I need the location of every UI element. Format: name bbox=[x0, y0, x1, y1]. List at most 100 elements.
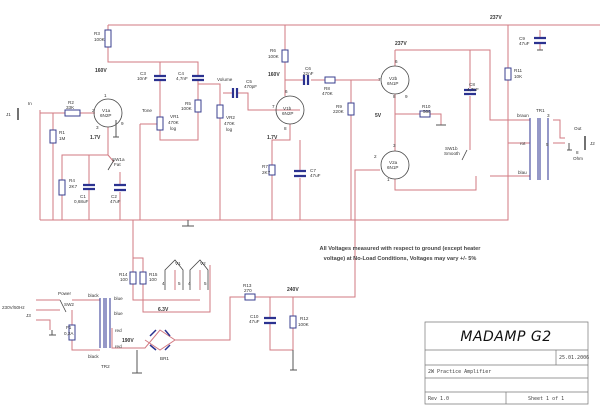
label-j1: J1 bbox=[6, 112, 11, 117]
component-labels: InJ1R11MR233KR3100KV1a6N2PR42K7C10,68uFC… bbox=[2, 31, 595, 369]
label-j3: J3 bbox=[26, 313, 31, 318]
label-vr1t: log bbox=[170, 126, 177, 131]
label-r4v: 2K7 bbox=[69, 184, 78, 189]
transformer-tr1 bbox=[529, 118, 549, 180]
jacks bbox=[17, 108, 586, 150]
label-v1: V1 bbox=[175, 261, 181, 266]
label-r11v: 10K bbox=[514, 74, 523, 79]
resistor-r8 bbox=[324, 76, 336, 84]
label-h5b: 5 bbox=[204, 281, 207, 286]
resistor-r2 bbox=[64, 109, 81, 117]
label-tone: Tone bbox=[142, 108, 152, 113]
label-r6: R6 bbox=[270, 48, 276, 53]
label-r9v: 220K bbox=[333, 109, 345, 114]
label-r15: R15 bbox=[149, 272, 158, 277]
label-ohm-t: Ohm bbox=[573, 156, 583, 161]
label-r10: R10 bbox=[422, 104, 431, 109]
fuse-f1 bbox=[68, 324, 76, 341]
label-c10v: 47uF bbox=[249, 319, 260, 324]
resistor-r3 bbox=[104, 29, 112, 48]
label-r6v: 100K bbox=[268, 54, 280, 59]
label-c6: C6 bbox=[305, 66, 311, 71]
label-v2a: V2a bbox=[389, 160, 398, 165]
label-r14v: 100 bbox=[120, 277, 128, 282]
label-vr1v: 470K bbox=[168, 120, 180, 125]
resistor-r13 bbox=[244, 293, 256, 301]
label-q6: 6 bbox=[395, 59, 398, 64]
label-sw1b-t: Smooth bbox=[444, 151, 460, 156]
label-r13v: 270 bbox=[244, 288, 252, 293]
v-5: 5V bbox=[375, 113, 382, 119]
label-p8: 8 bbox=[284, 126, 287, 131]
label-q2: 2 bbox=[374, 154, 377, 159]
label-r12v: 100K bbox=[298, 322, 310, 327]
resistor-r9 bbox=[347, 102, 355, 116]
label-r15v: 100 bbox=[149, 277, 157, 282]
label-r5: R5 bbox=[185, 101, 191, 106]
title: MADAMP G2 bbox=[460, 329, 551, 345]
label-q3: 3 bbox=[393, 143, 396, 148]
label-h4a: 4 bbox=[162, 281, 165, 286]
label-black1: black bbox=[88, 293, 99, 298]
label-vr1: VR1 bbox=[170, 114, 179, 119]
label-pin3: 3 bbox=[547, 113, 550, 118]
note-line-2: voltage) at No-Load Conditions, Voltages… bbox=[324, 256, 477, 262]
v-1_7-a: 1.7V bbox=[90, 135, 101, 141]
label-v1b: V1b bbox=[283, 106, 292, 111]
v-240: 240V bbox=[287, 287, 299, 293]
label-c10: C10 bbox=[250, 314, 259, 319]
label-v2b-t: 6N1P bbox=[387, 81, 399, 86]
label-p2: 2 bbox=[92, 108, 95, 113]
label-c4v: 4,7nF bbox=[176, 76, 188, 81]
tube-v2b bbox=[380, 65, 410, 95]
resistor-r10 bbox=[419, 110, 431, 118]
label-c7: C7 bbox=[310, 168, 316, 173]
pot-vr1[interactable] bbox=[156, 116, 164, 131]
bridge-rectifier-br1 bbox=[149, 329, 171, 351]
label-sw2: SW2 bbox=[64, 302, 74, 307]
label-sw1a-t: Fat bbox=[114, 162, 121, 167]
label-r12: R12 bbox=[300, 316, 309, 321]
label-rot: rot bbox=[520, 141, 526, 146]
label-q1: 1 bbox=[387, 177, 390, 182]
label-power: Power bbox=[58, 291, 71, 296]
label-c3: C3 bbox=[140, 71, 146, 76]
label-r1: R1 bbox=[59, 130, 65, 135]
label-r3: R3 bbox=[94, 31, 100, 36]
label-q8: 8 bbox=[393, 94, 396, 99]
label-v1a: V1a bbox=[102, 108, 111, 113]
resistor-r1 bbox=[49, 129, 57, 144]
pot-vr2[interactable] bbox=[216, 104, 224, 119]
label-q9: 9 bbox=[405, 94, 408, 99]
label-mains: 230V/50Hz bbox=[2, 305, 25, 310]
revision: Rev 1.0 bbox=[428, 396, 449, 402]
wires bbox=[36, 24, 600, 351]
label-f1v: 0,2A bbox=[64, 331, 74, 336]
label-v1a-t: 6N2P bbox=[100, 113, 112, 118]
label-r7: R7 bbox=[262, 164, 268, 169]
switches bbox=[59, 149, 468, 313]
label-blue1: blue bbox=[114, 296, 123, 301]
description: 2W Practice Amplifier bbox=[428, 369, 491, 375]
label-r3v: 100K bbox=[94, 37, 106, 42]
label-blue2: blue bbox=[114, 311, 123, 316]
sheet: Sheet 1 of 1 bbox=[528, 396, 564, 402]
label-braun: braun bbox=[517, 113, 529, 118]
label-r1v: 1M bbox=[59, 136, 66, 141]
label-c5: C5 bbox=[246, 79, 252, 84]
label-pin5: 5 bbox=[546, 142, 549, 147]
resistor-r4 bbox=[58, 179, 66, 196]
label-c2v: 47uF bbox=[110, 199, 121, 204]
resistor-r5 bbox=[194, 99, 202, 113]
label-c1v: 0,68uF bbox=[74, 199, 88, 204]
label-c6v: 22nF bbox=[303, 71, 314, 76]
tube-v2a bbox=[380, 150, 410, 180]
capacitors bbox=[83, 36, 546, 325]
label-h5a: 5 bbox=[178, 281, 181, 286]
label-c7v: 47uF bbox=[310, 173, 321, 178]
label-c8: C8 bbox=[469, 82, 475, 87]
label-c5v: 470pF bbox=[244, 84, 257, 89]
note-line-1: All Voltages measured with respect to gr… bbox=[320, 246, 482, 252]
label-red2: red bbox=[115, 344, 122, 349]
label-v2: V2 bbox=[200, 261, 206, 266]
